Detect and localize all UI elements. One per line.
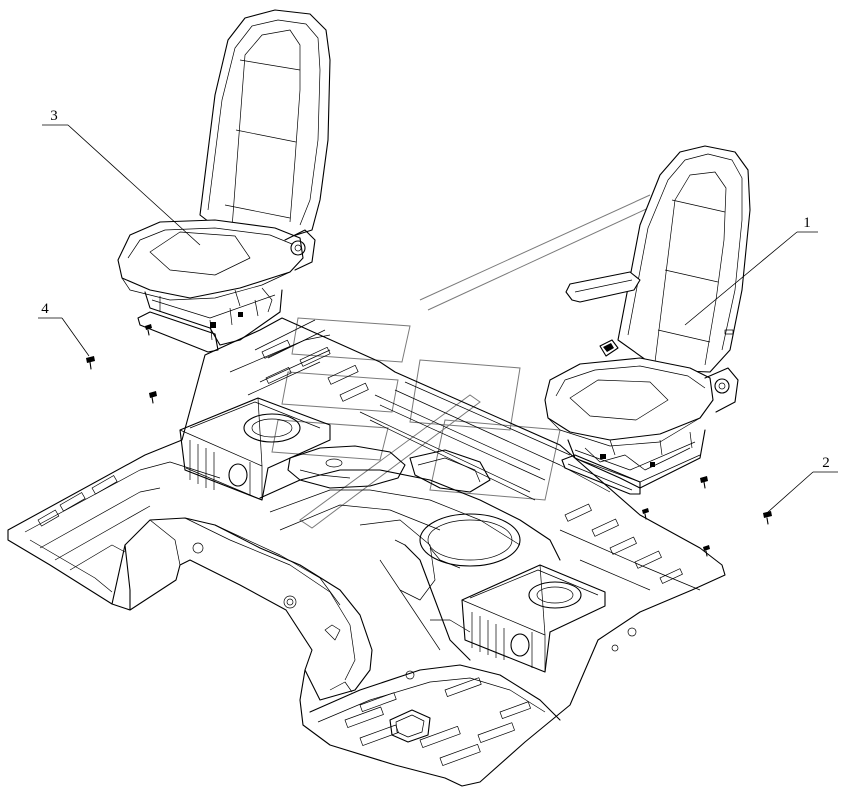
bolt-left-seat: [145, 324, 152, 336]
callout-label-3: 3: [50, 108, 58, 124]
bolt-left-2: [149, 391, 157, 404]
right-seat: [544, 145, 751, 495]
bolt-left: [86, 356, 95, 370]
bolt-right-2: [700, 476, 708, 489]
cab-floor-panel: [7, 317, 726, 787]
watermark-logo: [271, 194, 656, 529]
callout-label-2: 2: [822, 455, 830, 471]
leader-lines: [38, 124, 838, 513]
callout-label-1: 1: [803, 215, 811, 231]
bolt-right-4: [703, 545, 710, 557]
right-storage-box: [461, 564, 606, 673]
left-storage-box: [179, 397, 331, 501]
callout-label-4: 4: [41, 301, 49, 317]
bolt-right-3: [642, 508, 649, 520]
left-seat: [117, 9, 331, 353]
bolt-right: [763, 511, 772, 525]
